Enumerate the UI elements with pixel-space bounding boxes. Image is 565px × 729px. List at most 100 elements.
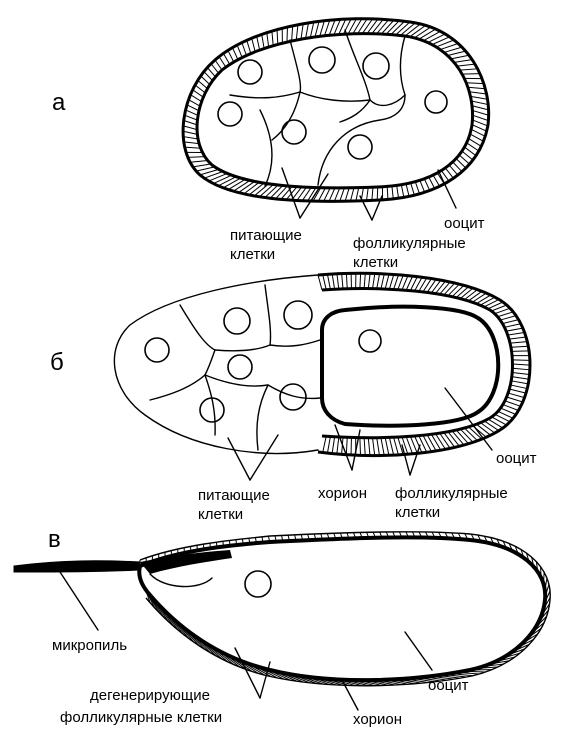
follicle-cell-stroke [427, 435, 436, 451]
nurse-cell-wall [340, 100, 370, 122]
panel-letter-b: б [50, 349, 64, 376]
follicle-cell-stroke [448, 51, 466, 55]
nurse-cell-wall [150, 375, 205, 400]
follicle-cell-stroke [429, 177, 435, 188]
follicle-cell-stroke [207, 67, 215, 76]
nurse-cell-wall [260, 110, 272, 186]
nurse-cell-nucleus [280, 384, 306, 410]
follicle-cell-stroke [480, 423, 494, 433]
follicle-cell-stroke [270, 186, 283, 199]
follicle-cell-stroke [164, 610, 183, 634]
follicle-cell-stroke [472, 293, 486, 302]
follicle-cell-stroke [237, 45, 242, 57]
follicle-cell-stroke [510, 385, 527, 389]
follicle-cell-stroke [315, 21, 319, 37]
follicle-cell-stroke [337, 274, 339, 289]
follicle-cell-stroke [334, 188, 339, 201]
follicle-cell-stroke [389, 437, 393, 455]
nurse-cell-nucleus [218, 102, 242, 126]
follicle-cell-stroke [337, 437, 339, 454]
follicle-cell-stroke [484, 421, 499, 431]
follicle-cell-stroke [440, 433, 450, 448]
oocyte-nucleus [425, 91, 447, 113]
follicle-cell-stroke [445, 168, 453, 178]
leader-line-oocyte-c [405, 632, 432, 670]
follicle-cell-stroke [460, 69, 478, 70]
leader-line-nurse-a [300, 174, 328, 218]
micropyle-cells [150, 574, 212, 587]
follicle-cell-stroke [512, 372, 529, 374]
follicle-cell-stroke [440, 282, 450, 294]
follicle-cell-stroke [364, 438, 365, 456]
follicle-cell-stroke [411, 183, 415, 195]
follicle-cell-stroke [223, 178, 240, 188]
follicle-cell-stroke [372, 19, 383, 33]
follicle-cell-stroke [468, 87, 485, 89]
follicle-cell-stroke [431, 280, 440, 293]
leader-line-chorion-b [352, 430, 360, 470]
follicle-cell-stroke [508, 333, 525, 336]
oocyte-nucleus [359, 330, 381, 352]
follicle-cell-stroke [401, 185, 404, 198]
follicle-cell-stroke [368, 438, 370, 456]
follicle-cell-stroke [323, 275, 326, 290]
follicle-cell-stroke [373, 274, 375, 289]
follicle-cell-stroke [242, 43, 247, 56]
follicle-cell-stroke [470, 96, 487, 99]
follicle-cell-stroke [389, 274, 393, 289]
follicle-cell-stroke [360, 438, 361, 456]
follicle-cell-stroke [428, 34, 445, 43]
follicle-cell-stroke [424, 179, 429, 191]
follicle-cell-stroke [196, 167, 214, 171]
oocyte-boundary-a [318, 95, 405, 185]
follicle-cell-stroke [541, 567, 542, 578]
follicle-cell-stroke [228, 50, 234, 62]
follicle-cell-stroke [509, 337, 526, 339]
follicle-cell-stroke [198, 80, 208, 88]
follicle-cell-stroke [394, 275, 399, 290]
follicle-cell-stroke [510, 342, 527, 344]
follicle-cell-stroke [296, 25, 298, 40]
follicle-cell-stroke [398, 275, 403, 289]
follicle-cell-stroke [500, 316, 516, 320]
follicle-cell-stroke [223, 53, 229, 64]
follicle-cell-stroke [472, 106, 489, 110]
follicle-cell-stroke [185, 115, 198, 120]
follicle-cell-stroke [397, 185, 399, 198]
follicle-cell-stroke [204, 72, 213, 81]
chorion-b [322, 307, 498, 426]
follicle-cell-stroke [232, 48, 237, 60]
follicle-cell-stroke [444, 432, 455, 447]
nurse-cell-wall [215, 345, 270, 351]
follicle-cell-stroke [436, 434, 446, 450]
follicle-cell-stroke [468, 291, 482, 301]
follicle-cell-stroke [435, 281, 445, 294]
follicle-cell-stroke [419, 436, 427, 453]
follicle-cell-stroke [189, 100, 201, 106]
follicle-cell-stroke [476, 424, 490, 435]
follicle-cell-stroke [350, 188, 354, 201]
follicle-cell-stroke [323, 436, 326, 452]
follicle-cell-stroke [512, 364, 530, 365]
follicle-cell-stroke [464, 428, 477, 441]
follicle-cell-stroke [367, 187, 369, 200]
follicle-cell-stroke [297, 187, 307, 200]
follicle-cell-stroke [456, 287, 468, 298]
follicle-cell-stroke [511, 346, 528, 347]
nurse-cell-wall [180, 305, 215, 350]
follicle-cell-stroke [211, 64, 219, 74]
nurse-cell-wall [268, 385, 320, 398]
follicle-cell-stroke [183, 131, 197, 134]
follicle-cell-stroke [267, 33, 269, 47]
follicle-cell-stroke [186, 110, 198, 115]
nurse-cell-wall [205, 350, 215, 375]
follicle-cell-stroke [505, 401, 521, 407]
nurse-cell-nucleus [282, 120, 306, 144]
follicle-cell-stroke [353, 19, 362, 34]
panel-letter-a: а [52, 89, 66, 116]
label-follicle-cells-b: фолликулярные клетки [395, 485, 512, 521]
follicle-cell-stroke [358, 19, 368, 34]
nurse-cell-wall [270, 340, 320, 346]
label-oocyte-c: ооцит [428, 677, 469, 694]
follicle-cell-stroke [210, 543, 211, 548]
